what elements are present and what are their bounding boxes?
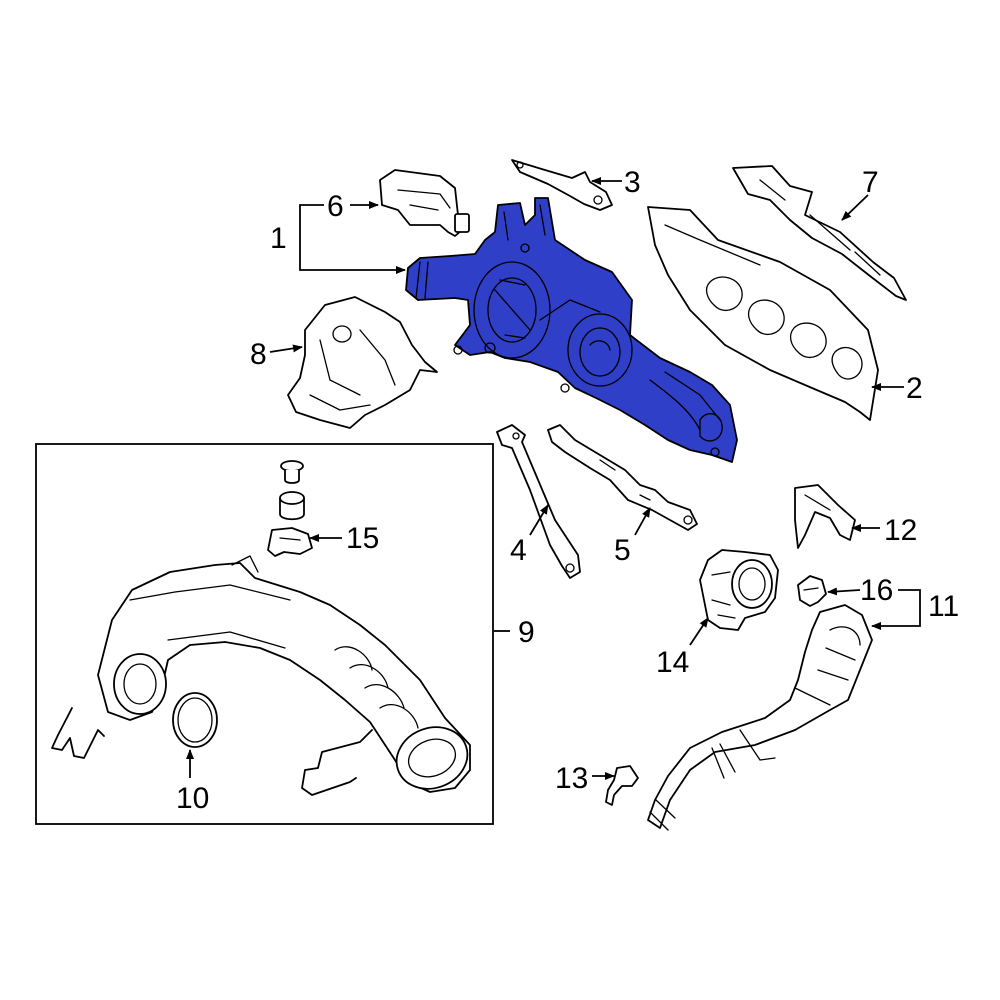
- callout-5: 5: [614, 534, 631, 567]
- callout-7: 7: [862, 166, 879, 199]
- part-11-charge-pipe[interactable]: [647, 604, 873, 831]
- part-7-heat-shield[interactable]: [732, 165, 907, 301]
- callout-11: 11: [928, 590, 959, 623]
- part-12-bracket[interactable]: [794, 484, 856, 549]
- part-8-heat-shield[interactable]: [287, 296, 438, 429]
- part-3-bracket[interactable]: [511, 159, 613, 211]
- part-16-sensor[interactable]: [797, 575, 827, 607]
- callout-14: 14: [656, 646, 689, 679]
- part-9-intake-duct[interactable]: [97, 555, 476, 799]
- part-10-o-ring[interactable]: [172, 692, 218, 748]
- callout-13: 13: [555, 762, 588, 795]
- part-15-bolt[interactable]: [280, 460, 304, 484]
- callout-6: 6: [327, 190, 344, 223]
- callout-16: 16: [860, 574, 893, 607]
- part-13-clip[interactable]: [605, 765, 639, 806]
- callout-3: 3: [624, 166, 641, 199]
- callout-12: 12: [884, 514, 917, 547]
- part-6-actuator[interactable]: [379, 169, 470, 237]
- wire-clip-left[interactable]: [51, 707, 105, 759]
- part-1-turbocharger[interactable]: [405, 197, 738, 463]
- callout-8: 8: [250, 338, 267, 371]
- callout-2: 2: [906, 372, 923, 405]
- part-14-throttle-body[interactable]: [699, 549, 779, 631]
- part-5-bracket[interactable]: [547, 424, 698, 531]
- wire-clip-right[interactable]: [301, 729, 373, 796]
- callout-15: 15: [346, 522, 379, 555]
- callout-9: 9: [518, 616, 535, 649]
- callout-4: 4: [510, 534, 527, 567]
- leader-lines: [186, 177, 921, 780]
- part-15-bushing[interactable]: [279, 491, 305, 521]
- part-4-support-rod[interactable]: [496, 424, 581, 579]
- callout-1: 1: [270, 222, 287, 255]
- part-15-sensor[interactable]: [267, 527, 313, 557]
- group-box-part-9: [35, 443, 494, 825]
- part-2-manifold-gasket[interactable]: [647, 206, 879, 421]
- callout-10: 10: [176, 782, 209, 815]
